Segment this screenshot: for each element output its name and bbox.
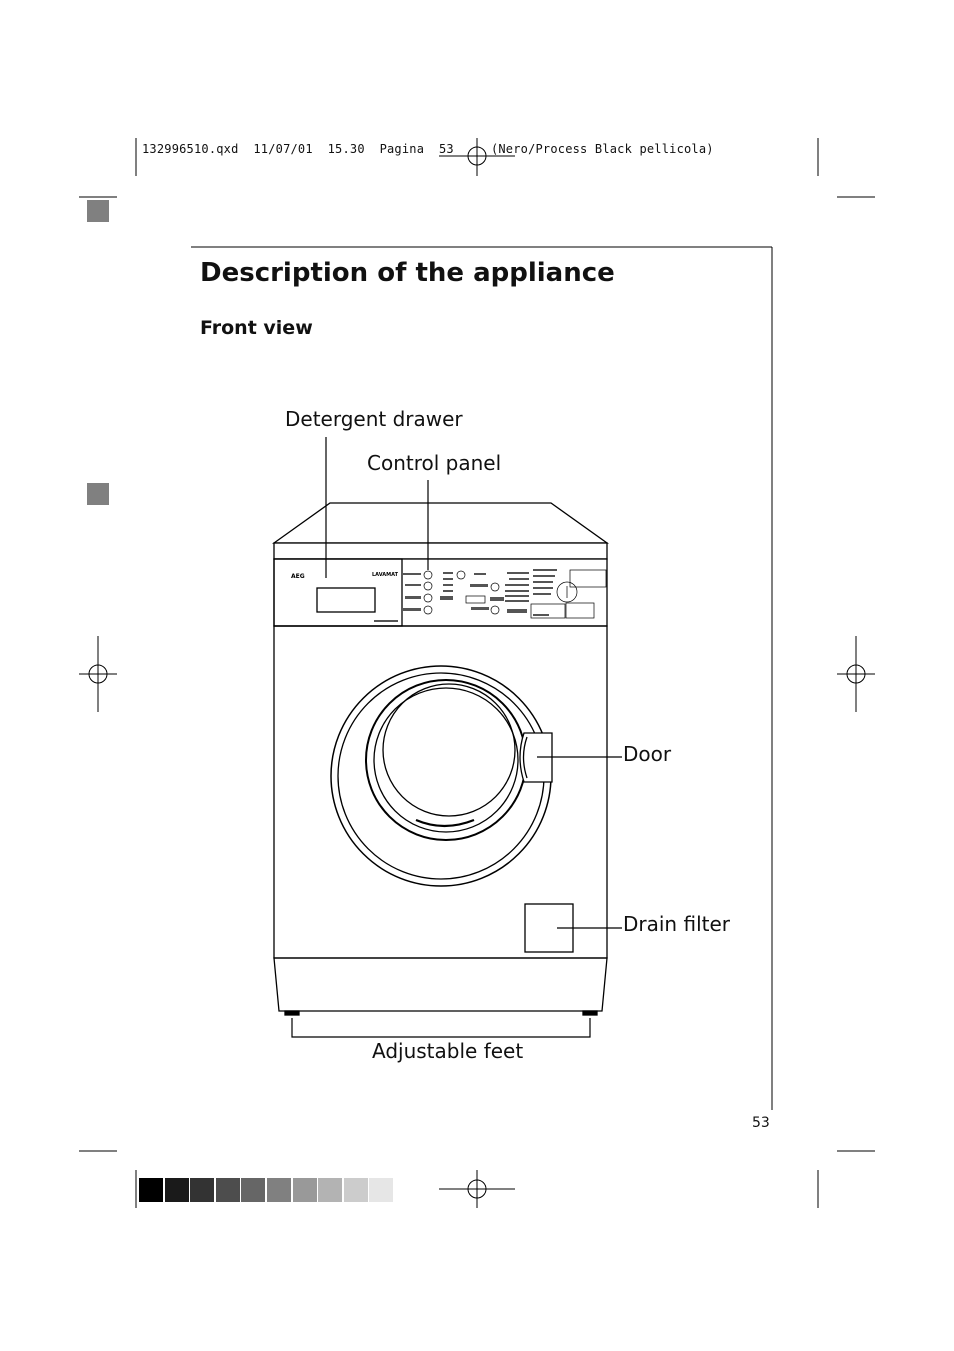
callout-door: Door: [623, 742, 672, 766]
registration-mark-right: [837, 636, 875, 712]
registration-mark-left: [79, 636, 117, 712]
door-outer-ring: [330, 665, 552, 887]
door-glass: [382, 683, 516, 817]
printer-slug: 132996510.qxd 11/07/01 15.30 Pagina 53 (…: [142, 142, 714, 156]
page-title: Description of the appliance: [200, 258, 615, 288]
model-name: LAVAMAT: [372, 572, 399, 578]
tab-marker-square: [87, 200, 109, 222]
callout-adjustable-feet: Adjustable feet: [372, 1039, 524, 1063]
page-number: 53: [752, 1115, 770, 1131]
panel-labels: [374, 569, 557, 622]
callout-drain-filter: Drain filter: [623, 912, 730, 936]
color-swatch: [215, 1178, 240, 1202]
leader-adjustable-feet: [291, 1018, 591, 1038]
color-swatch: [241, 1178, 266, 1202]
door-ring: [337, 672, 545, 880]
door-glass-reflection: [415, 818, 475, 828]
color-calibration-bar: [139, 1178, 394, 1202]
color-swatch: [343, 1178, 368, 1202]
door-handle: [519, 732, 553, 783]
registration-mark-top: [439, 138, 515, 176]
registration-mark-bottom: [439, 1170, 515, 1208]
section-subtitle: Front view: [200, 317, 313, 339]
machine-plinth: [273, 957, 608, 1012]
tab-marker-square: [87, 483, 109, 505]
callout-leaders: [291, 437, 622, 1038]
color-swatch: [139, 1178, 163, 1202]
color-swatch: [292, 1178, 317, 1202]
color-swatch: [266, 1178, 291, 1202]
machine-top: [271, 502, 610, 544]
foot-left: [284, 1010, 300, 1016]
color-swatch: [318, 1178, 343, 1202]
brand-logo: AEG: [291, 573, 305, 580]
machine-top-strip: [273, 542, 608, 560]
detergent-drawer-handle: [316, 587, 376, 613]
foot-right: [582, 1010, 598, 1016]
color-swatch: [164, 1178, 189, 1202]
color-swatch: [369, 1178, 394, 1202]
color-swatch: [190, 1178, 215, 1202]
panel-buttons: [423, 569, 607, 619]
door-handle-grip: [522, 736, 528, 779]
callout-control-panel: Control panel: [367, 451, 502, 475]
door-glass-inner: [373, 687, 519, 833]
callout-detergent-drawer: Detergent drawer: [285, 407, 463, 431]
